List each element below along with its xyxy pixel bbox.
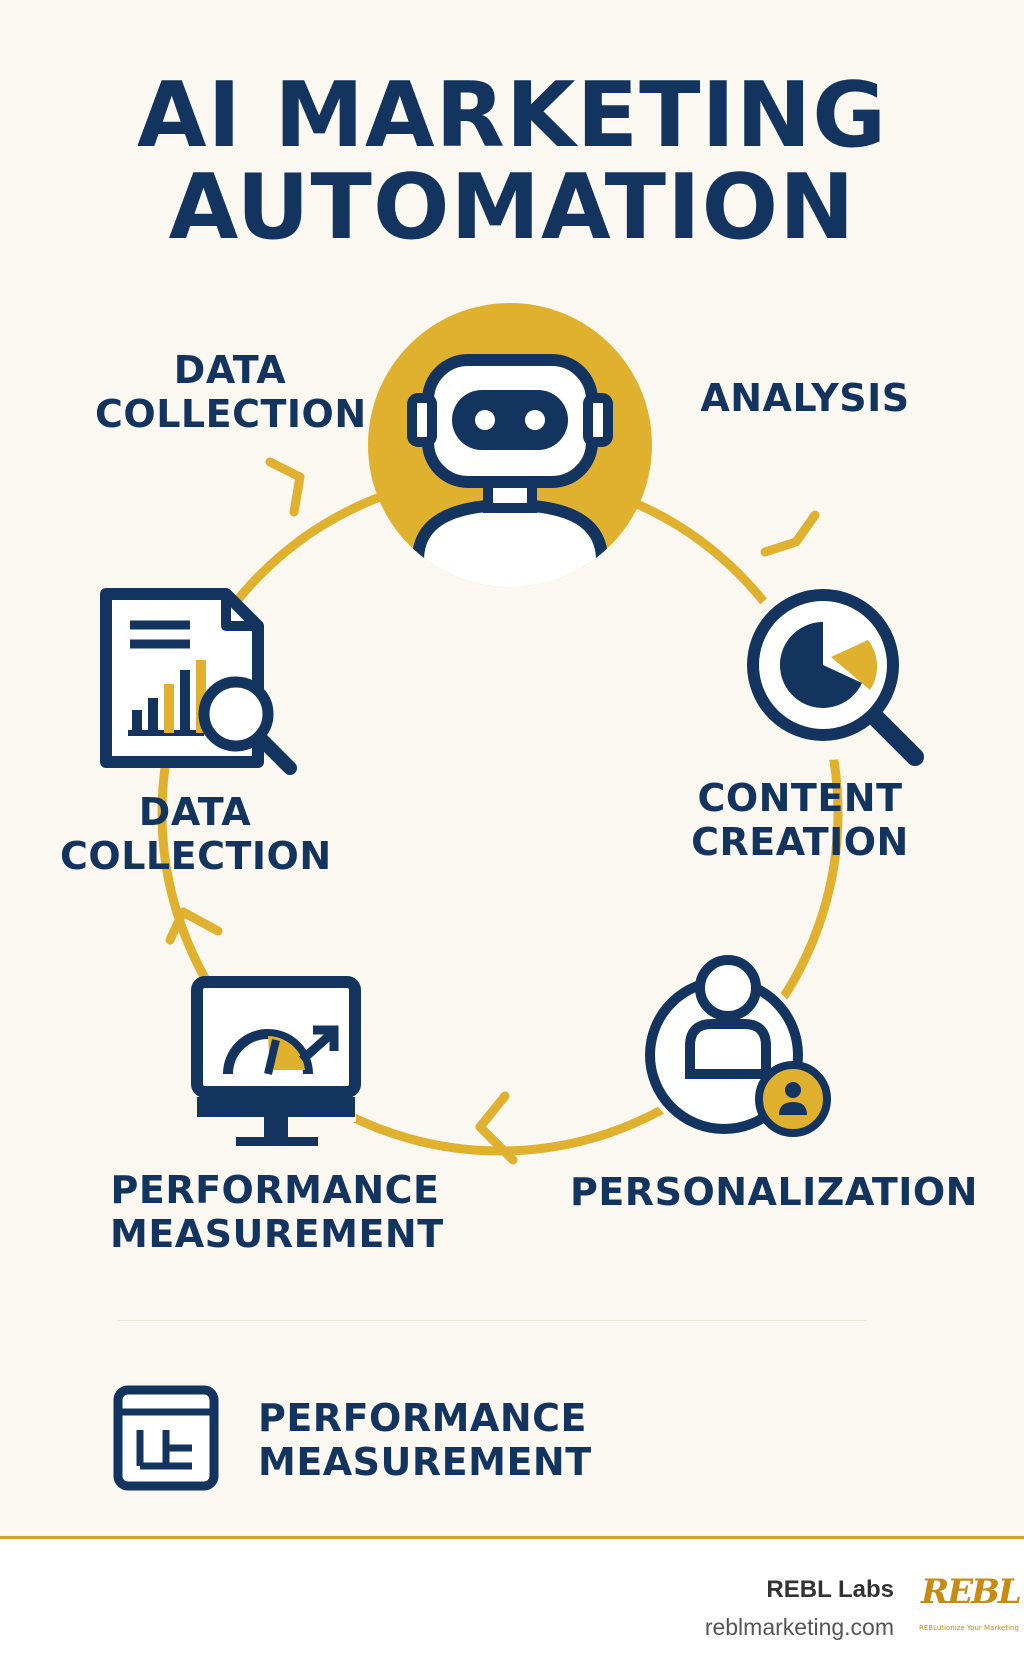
legend-label: PERFORMANCE MEASUREMENT bbox=[258, 1396, 598, 1484]
label-line: CREATION bbox=[691, 820, 909, 864]
label-line: PERFORMANCE bbox=[110, 1168, 440, 1212]
person-badge-icon bbox=[640, 955, 831, 1139]
brand-name: REBL Labs bbox=[766, 1576, 894, 1603]
label-line: COLLECTION bbox=[60, 834, 332, 878]
label-performance-measurement-cycle: PERFORMANCE MEASUREMENT bbox=[110, 1168, 444, 1256]
logo-wordmark: REBL bbox=[921, 1572, 1022, 1612]
label-line: MEASUREMENT bbox=[110, 1212, 444, 1256]
section-divider bbox=[118, 1320, 866, 1321]
legend-line: PERFORMANCE bbox=[258, 1396, 587, 1440]
label-line: DATA bbox=[138, 790, 252, 834]
dashboard-square-icon bbox=[113, 1385, 219, 1491]
magnifier-pie-icon bbox=[735, 576, 924, 766]
rebl-logo: REBL REBLutionize Your Marketing bbox=[915, 1560, 1022, 1650]
brand-url[interactable]: reblmarketing.com bbox=[704, 1614, 894, 1640]
logo-tagline: REBLutionize Your Marketing bbox=[919, 1624, 1019, 1632]
arrow-upper-left bbox=[265, 457, 305, 517]
title-line-1: AI MARKETING bbox=[136, 63, 888, 168]
label-data-collection-left: DATA COLLECTION bbox=[60, 790, 332, 878]
legend-line: MEASUREMENT bbox=[258, 1440, 592, 1484]
robot-icon bbox=[368, 303, 652, 587]
title-line-2: AUTOMATION bbox=[168, 155, 856, 260]
footer bbox=[0, 1539, 1024, 1666]
label-line: DATA bbox=[173, 348, 287, 392]
label-content-creation: CONTENT CREATION bbox=[680, 776, 920, 864]
label-analysis: ANALYSIS bbox=[690, 376, 920, 420]
label-data-collection-top: DATA COLLECTION bbox=[95, 348, 367, 436]
footer-rule bbox=[0, 1536, 1024, 1539]
monitor-gauge-icon bbox=[191, 976, 361, 1146]
label-personalization: PERSONALIZATION bbox=[570, 1170, 978, 1214]
arrow-upper-right bbox=[760, 510, 820, 557]
label-line: PERSONALIZATION bbox=[570, 1170, 978, 1214]
label-line: COLLECTION bbox=[95, 392, 367, 436]
document-chart-search-icon bbox=[100, 588, 297, 775]
label-line: ANALYSIS bbox=[700, 376, 910, 420]
arrow-bottom bbox=[475, 1091, 518, 1165]
arrow-left bbox=[165, 907, 223, 945]
label-line: CONTENT bbox=[697, 776, 903, 820]
page-title: AI MARKETING AUTOMATION bbox=[0, 70, 1024, 254]
